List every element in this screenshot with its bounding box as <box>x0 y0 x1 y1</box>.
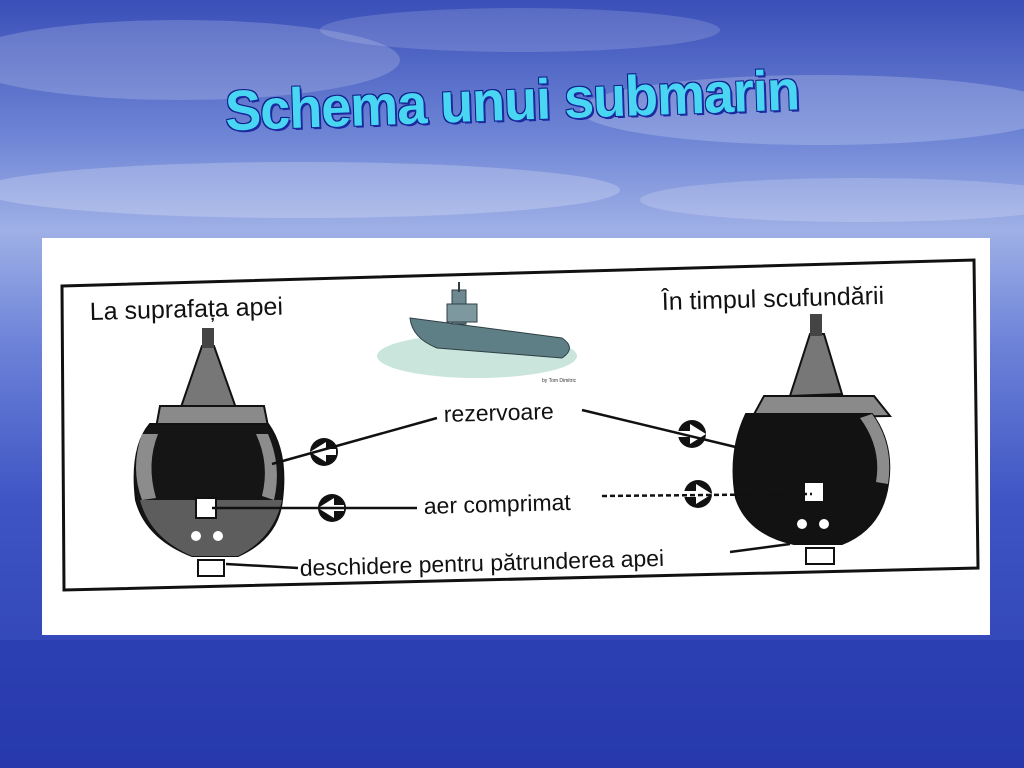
compressed-air-label: aer comprimat <box>423 489 571 519</box>
tanks-label: rezervoare <box>443 398 554 427</box>
hull-surface <box>133 328 285 577</box>
photo-credit: by Tom Dimitric <box>542 378 577 384</box>
right-state-label: În timpul scufundării <box>660 281 884 316</box>
leader-lines <box>212 408 813 570</box>
submarine-diagram: La suprafața apei În timpul scufundării … <box>42 238 990 635</box>
left-state-label: La suprafața apei <box>89 293 283 326</box>
hull-submerged <box>732 314 893 565</box>
diagram-frame <box>60 258 980 592</box>
submarine-photo: by Tom Dimitric <box>377 282 577 384</box>
